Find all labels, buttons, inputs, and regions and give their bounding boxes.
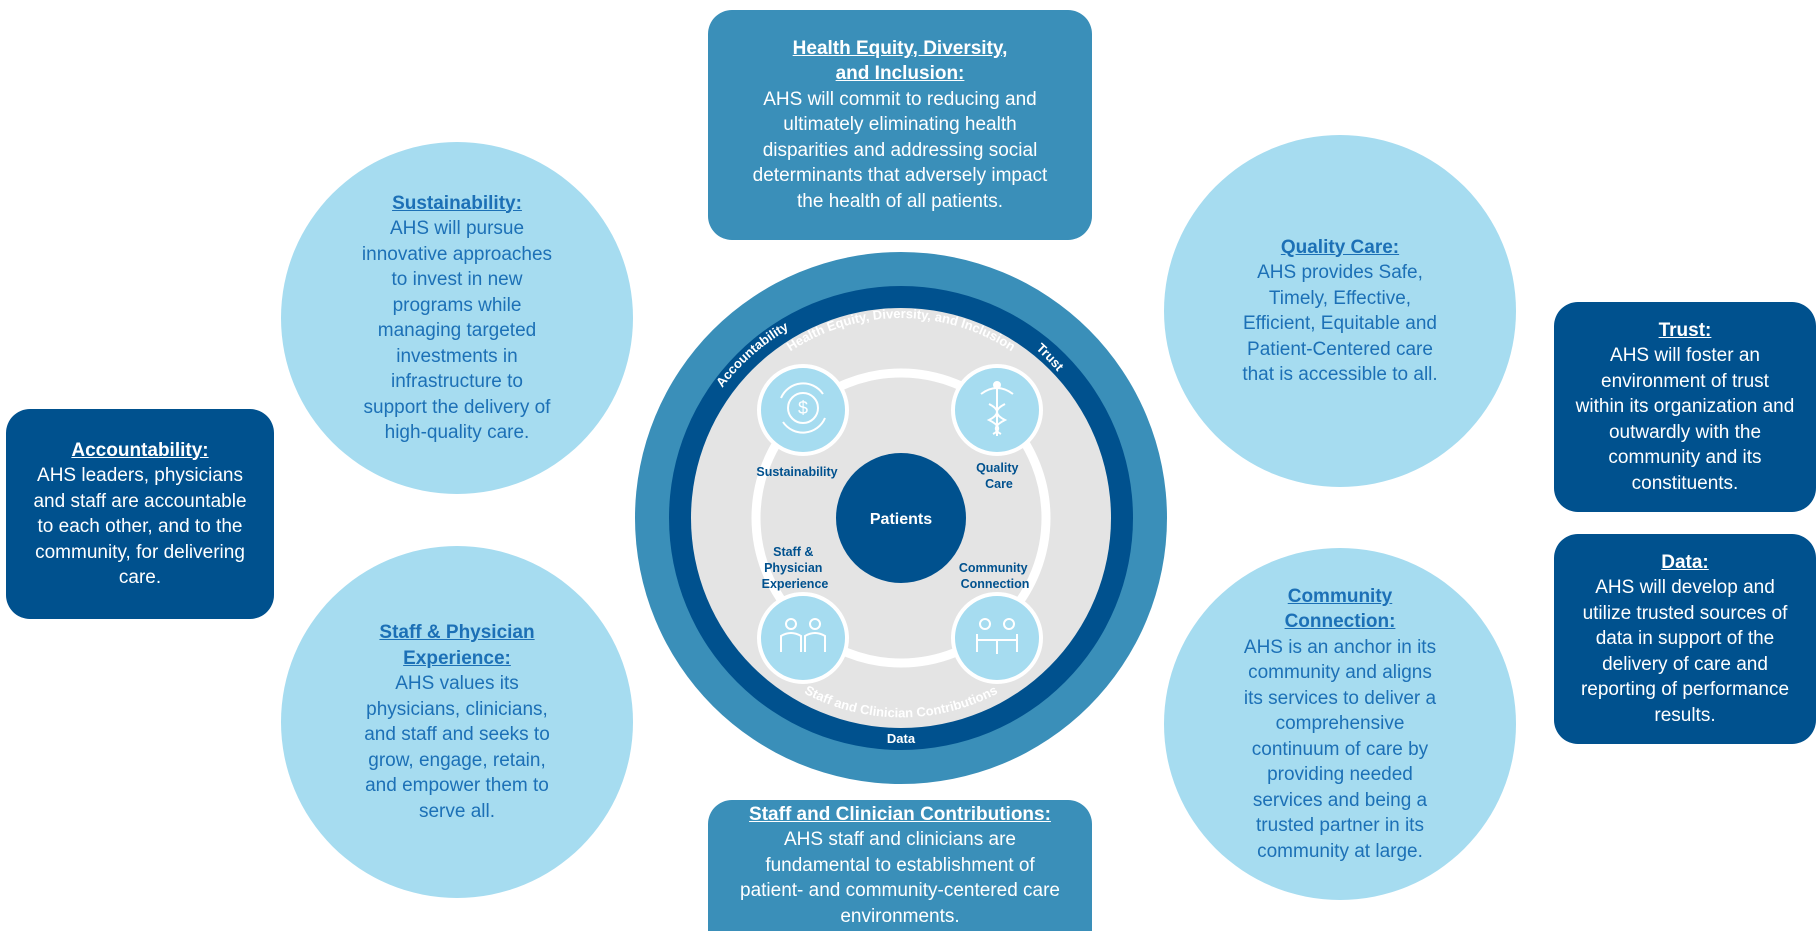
quality-care-card: Quality Care: AHS provides Safe, Timely,… <box>1164 135 1516 487</box>
trust-card: Trust: AHS will foster an environment of… <box>1554 302 1816 512</box>
health-equity-body: AHS will commit to reducing and ultimate… <box>752 88 1048 212</box>
svg-text:$: $ <box>798 398 808 418</box>
community-connection-node: Community Connection <box>951 561 1043 684</box>
data-title: Data: <box>1661 551 1709 573</box>
patients-center <box>836 453 966 583</box>
quality-care-body: AHS provides Safe, Timely, Effective, Ef… <box>1242 262 1438 385</box>
staff-clinician-card: Staff and Clinician Contributions: AHS s… <box>708 800 1092 931</box>
data-body: AHS will develop and utilize trusted sou… <box>1580 577 1790 726</box>
quality-care-node-label: Quality Care <box>976 461 1022 491</box>
core-values-diagram: Health Equity, Diversity, and Inclusion … <box>635 252 1167 784</box>
staff-physician-body: AHS values its physicians, clinicians, a… <box>364 673 550 822</box>
team-icon <box>780 618 826 652</box>
accountability-card: Accountability: AHS leaders, physicians … <box>6 409 274 619</box>
staff-clinician-body: AHS staff and clinicians are fundamental… <box>740 829 1060 927</box>
staff-physician-node: Staff & Physician Experience <box>757 545 849 684</box>
sustainability-card: Sustainability: AHS will pursue innovati… <box>281 142 633 494</box>
sustainability-node-label: Sustainability <box>756 465 837 479</box>
dollar-cycle-icon: $ <box>780 382 826 434</box>
health-equity-card: Health Equity, Diversity, and Inclusion:… <box>708 10 1092 240</box>
staff-physician-title: Staff & Physician Experience: <box>379 622 535 669</box>
sustainability-node: $ Sustainability <box>756 364 849 479</box>
community-connection-body: AHS is an anchor in its community and al… <box>1243 636 1437 862</box>
connector-ring <box>751 368 1051 668</box>
inner-ring-data-label: Data <box>887 731 916 746</box>
community-connection-node-label: Community Connection <box>959 561 1031 591</box>
sustainability-body: AHS will pursue innovative approaches to… <box>361 218 553 443</box>
trust-title: Trust: <box>1658 319 1712 341</box>
meeting-icon <box>976 618 1018 654</box>
staff-clinician-title: Staff and Clinician Contributions: <box>749 803 1051 825</box>
caduceus-icon <box>980 381 1014 436</box>
staff-physician-node-label: Staff & Physician Experience <box>762 545 829 591</box>
sustainability-title: Sustainability: <box>392 192 522 214</box>
data-card: Data: AHS will develop and utilize trust… <box>1554 534 1816 744</box>
patients-label: Patients <box>870 511 932 528</box>
accountability-title: Accountability: <box>71 439 209 461</box>
trust-body: AHS will foster an environment of trust … <box>1575 345 1795 494</box>
quality-care-title: Quality Care: <box>1280 236 1400 258</box>
accountability-body: AHS leaders, physicians and staff are ac… <box>33 465 247 588</box>
health-equity-title: Health Equity, Diversity, and Inclusion: <box>792 37 1008 85</box>
community-connection-card: Community Connection: AHS is an anchor i… <box>1164 548 1516 900</box>
quality-care-node: Quality Care <box>951 364 1043 491</box>
community-connection-title: Community Connection: <box>1284 585 1396 633</box>
staff-physician-card: Staff & Physician Experience: AHS values… <box>281 546 633 898</box>
